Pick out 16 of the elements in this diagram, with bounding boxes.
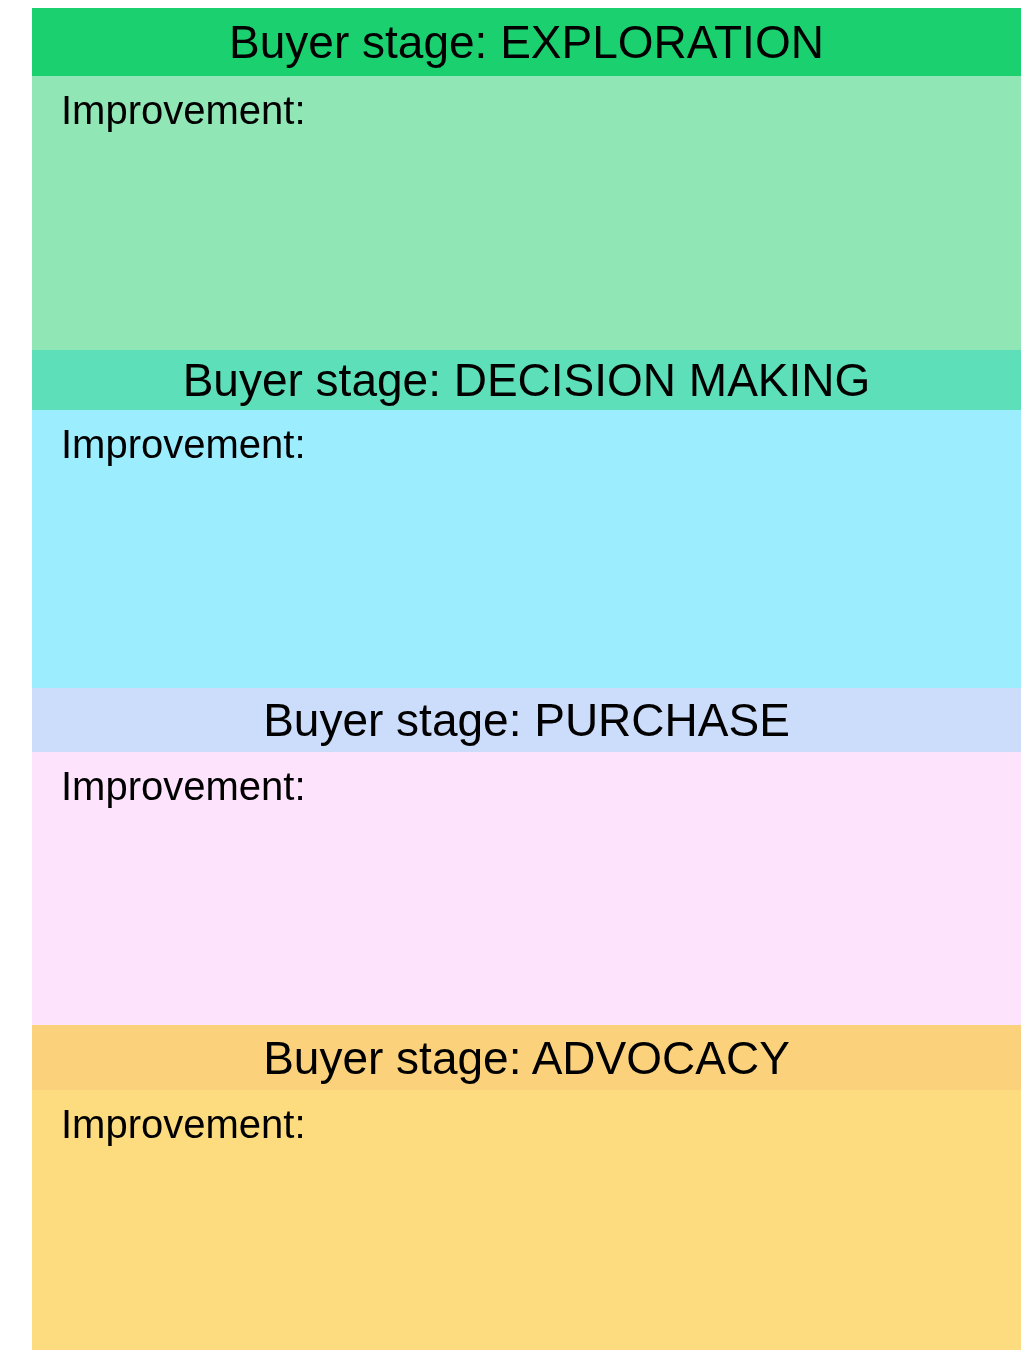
- stage-header-band: [32, 1025, 1021, 1090]
- stage-title: Buyer stage: DECISION MAKING: [182, 353, 871, 407]
- stage-title: Buyer stage: PURCHASE: [263, 693, 790, 747]
- stage-header-band: [32, 350, 1021, 410]
- stage-header-band: [32, 688, 1021, 752]
- stage-header-band: [32, 8, 1021, 76]
- improvement-label: Improvement:: [61, 1102, 306, 1147]
- stage-title: Buyer stage: ADVOCACY: [263, 1030, 790, 1085]
- improvement-label: Improvement:: [61, 764, 306, 809]
- stage-panel: [32, 752, 1021, 1025]
- improvement-label: Improvement:: [61, 422, 306, 467]
- stage-title: Buyer stage: EXPLORATION: [229, 15, 824, 69]
- stage-panel: [32, 1090, 1021, 1350]
- stage-panel: [32, 76, 1021, 350]
- improvement-label: Improvement:: [61, 88, 306, 133]
- stage-panel: [32, 410, 1021, 688]
